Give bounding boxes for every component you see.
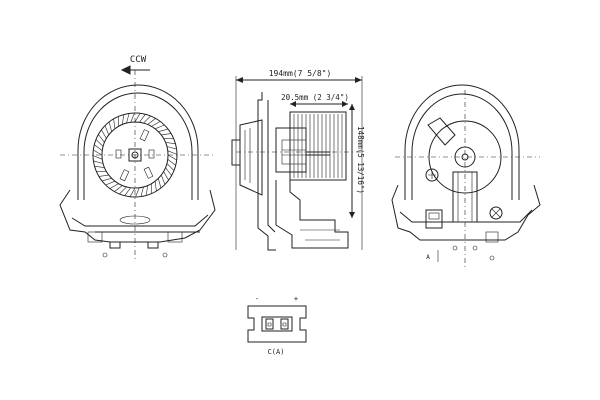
connector-pin-negative xyxy=(265,318,274,330)
fan-blade xyxy=(166,146,177,150)
connector-pin-positive xyxy=(280,318,289,330)
connector-positive-mark: + xyxy=(294,295,298,303)
front-housing xyxy=(77,84,199,200)
fan-blade xyxy=(161,133,172,136)
fan-drum xyxy=(289,111,347,181)
fan-blade xyxy=(98,134,105,143)
fan-blade xyxy=(160,174,166,185)
rear-reference-mark: A xyxy=(426,254,430,261)
height-dimension-label: 148mm(5 13/16") xyxy=(356,126,365,194)
fan-blade xyxy=(122,114,124,125)
connector-negative-mark: - xyxy=(255,295,259,303)
fan-blade xyxy=(114,185,123,192)
connector-caption: C(A) xyxy=(268,348,285,356)
fan-blade xyxy=(109,183,119,189)
fan-blade xyxy=(158,178,162,189)
fan-blade xyxy=(167,150,178,155)
fan-blade xyxy=(104,125,110,136)
fan-blade xyxy=(108,121,112,132)
fan-drum-ribs xyxy=(293,114,343,178)
fan-blade xyxy=(101,178,112,182)
connector-detail: - + C(A) xyxy=(247,295,307,356)
fan-blade xyxy=(93,149,103,156)
fan-blade xyxy=(154,181,157,192)
rear-housing xyxy=(404,84,520,200)
depth-dimension-label: 20.5mm (2 3/4") xyxy=(281,93,349,102)
fan-blade xyxy=(101,129,107,139)
side-view: 194mm(7 5/8") 20.5mm (2 3/4") 148mm(5 13… xyxy=(231,69,365,251)
fan-blade xyxy=(92,155,103,160)
fan-blade xyxy=(126,113,130,124)
fan-blade xyxy=(129,187,136,197)
fan-blade xyxy=(163,171,169,181)
fan-blade xyxy=(113,118,116,129)
fan-blade xyxy=(119,186,127,195)
rotation-label: CCW xyxy=(130,55,147,65)
fan-blade xyxy=(140,186,144,197)
fan-blade xyxy=(147,118,156,125)
front-view: CCW xyxy=(59,55,216,260)
fan-blade xyxy=(124,187,131,196)
fan-blade xyxy=(165,167,172,176)
fan-blade xyxy=(134,113,141,123)
fan-blade xyxy=(105,180,116,186)
motor-can xyxy=(428,120,502,194)
fan-blade xyxy=(167,154,177,161)
fan-blade xyxy=(93,160,104,164)
fan-blade xyxy=(98,174,109,177)
fan-blade xyxy=(94,166,105,168)
fan-blade xyxy=(154,124,165,130)
fan-blade xyxy=(95,139,104,147)
fan-blade xyxy=(166,163,175,171)
rear-view: A xyxy=(391,84,541,270)
fan-blade xyxy=(165,142,176,144)
fan-blade xyxy=(94,144,103,151)
fan-blade xyxy=(146,185,148,196)
fan-blade xyxy=(158,128,169,132)
fan-blades xyxy=(92,112,178,198)
fan-blade xyxy=(139,114,146,123)
fan-blade xyxy=(130,112,135,123)
fan-blade xyxy=(135,187,140,198)
fan-blade xyxy=(167,159,176,166)
fan-blade xyxy=(143,115,151,124)
width-dimension-label: 194mm(7 5/8") xyxy=(269,69,332,78)
fan-blade xyxy=(151,121,161,127)
connector-housing xyxy=(247,305,307,343)
